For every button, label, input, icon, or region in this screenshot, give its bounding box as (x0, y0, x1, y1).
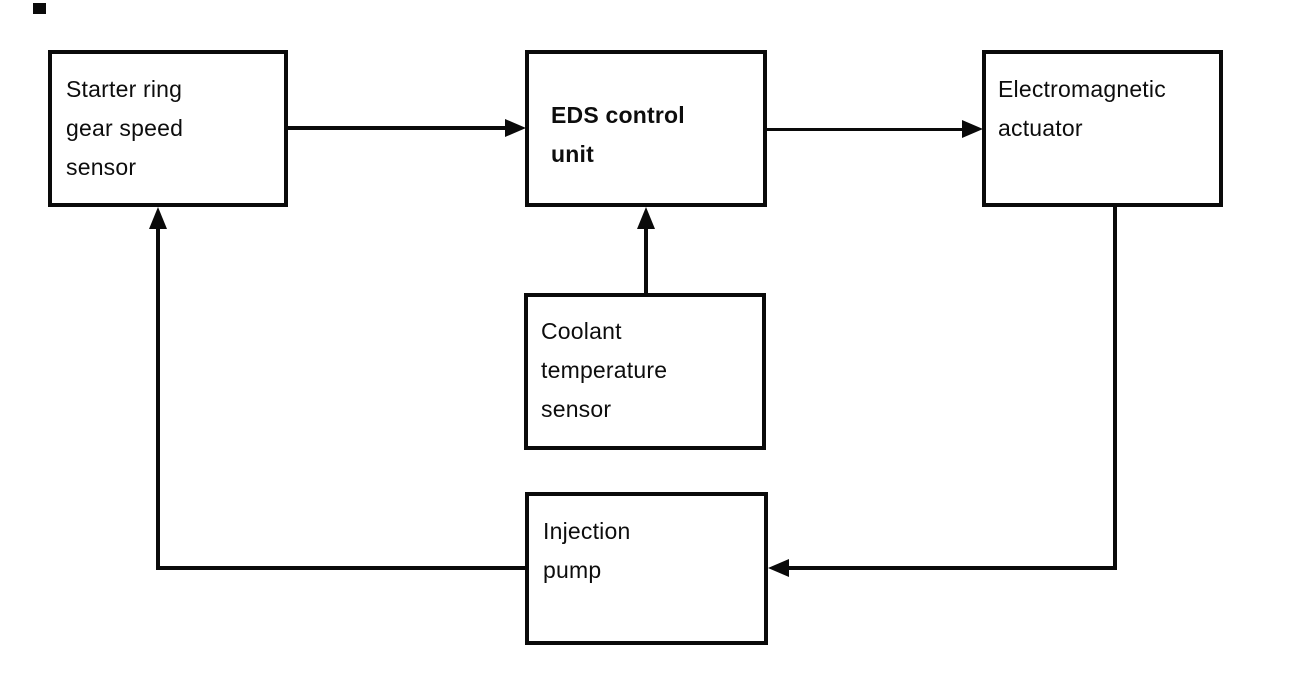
edge-eds-to-actuator-arrowhead-icon (962, 120, 983, 138)
edge-eds-to-actuator-line (767, 128, 963, 131)
node-eds-control-unit: EDS control unit (525, 50, 767, 207)
node-label-line: EDS control (551, 102, 685, 128)
edge-injection-to-starter-horizontal-line (156, 566, 525, 570)
node-label-line: temperature (541, 357, 668, 383)
node-label-line: gear speed (66, 115, 184, 141)
edge-starter-to-eds-line (288, 126, 506, 130)
edge-coolant-to-eds-line (644, 227, 648, 293)
node-label-line: pump (543, 557, 602, 583)
edge-injection-to-starter-arrowhead-icon (149, 207, 167, 229)
edge-injection-to-starter-vertical-line (156, 227, 160, 570)
node-label-line: sensor (66, 154, 137, 180)
node-injection-pump: Injection pump (525, 492, 768, 645)
scan-artifact-mark (33, 3, 46, 14)
node-label-line: Starter ring (66, 76, 183, 102)
node-electromagnetic-actuator: Electromagnetic actuator (982, 50, 1223, 207)
node-label-line: sensor (541, 396, 612, 422)
edge-actuator-to-injection-horizontal-line (786, 566, 1117, 570)
node-label-line: unit (551, 141, 594, 167)
edge-starter-to-eds-arrowhead-icon (505, 119, 526, 137)
node-starter-ring-gear-speed-sensor: Starter ring gear speed sensor (48, 50, 288, 207)
node-label-line: Electromagnetic (998, 76, 1166, 102)
edge-actuator-to-injection-arrowhead-icon (768, 559, 789, 577)
edge-coolant-to-eds-arrowhead-icon (637, 207, 655, 229)
node-coolant-temperature-sensor: Coolant temperature sensor (524, 293, 766, 450)
node-label-line: Coolant (541, 318, 622, 344)
node-label-line: Injection (543, 518, 631, 544)
edge-actuator-to-injection-vertical-line (1113, 207, 1117, 570)
node-label-line: actuator (998, 115, 1083, 141)
